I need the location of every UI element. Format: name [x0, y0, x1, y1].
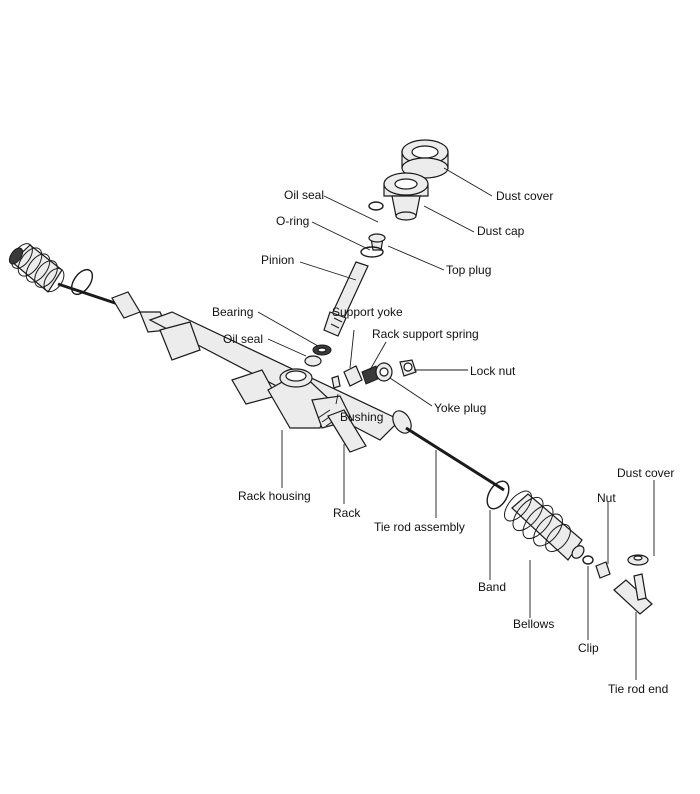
label-rack: Rack: [333, 506, 361, 520]
label-dust-cap: Dust cap: [477, 224, 525, 238]
leader-lines: [257, 167, 655, 680]
right-tie-rod: [392, 410, 510, 510]
yoke-parts: [331, 359, 417, 389]
top-dust-cover: [401, 139, 449, 179]
left-tie-rod: [57, 282, 169, 333]
label-o-ring: O-ring: [276, 214, 310, 228]
label-tie-rod-end: Tie rod end: [608, 682, 669, 696]
label-dust-cover-top: Dust cover: [496, 189, 554, 203]
label-rack-housing: Rack housing: [238, 489, 311, 503]
clip-nut-tie-rod-end: [582, 554, 653, 615]
label-nut: Nut: [597, 491, 616, 505]
label-yoke-plug: Yoke plug: [434, 401, 487, 415]
label-lock-nut: Lock nut: [470, 364, 516, 378]
rack-bar: [327, 409, 367, 453]
right-bellows: [504, 490, 585, 561]
label-oil-seal-mid: Oil seal: [223, 332, 264, 346]
label-bearing: Bearing: [212, 305, 254, 319]
label-dust-cover-right: Dust cover: [617, 466, 675, 480]
label-pinion: Pinion: [261, 253, 295, 267]
left-bellows: [8, 243, 94, 296]
label-bushing: Bushing: [340, 410, 384, 424]
label-top-plug: Top plug: [446, 263, 492, 277]
label-bellows: Bellows: [513, 617, 555, 631]
label-band: Band: [478, 580, 507, 594]
label-clip: Clip: [578, 641, 599, 655]
pinion-column: [304, 201, 386, 367]
label-support-yoke: Support yoke: [332, 305, 403, 319]
dust-cap: [383, 172, 429, 221]
label-oil-seal-top: Oil seal: [284, 188, 325, 202]
label-tie-rod-assembly: Tie rod assembly: [374, 520, 465, 534]
label-rack-support-spring: Rack support spring: [372, 327, 479, 341]
